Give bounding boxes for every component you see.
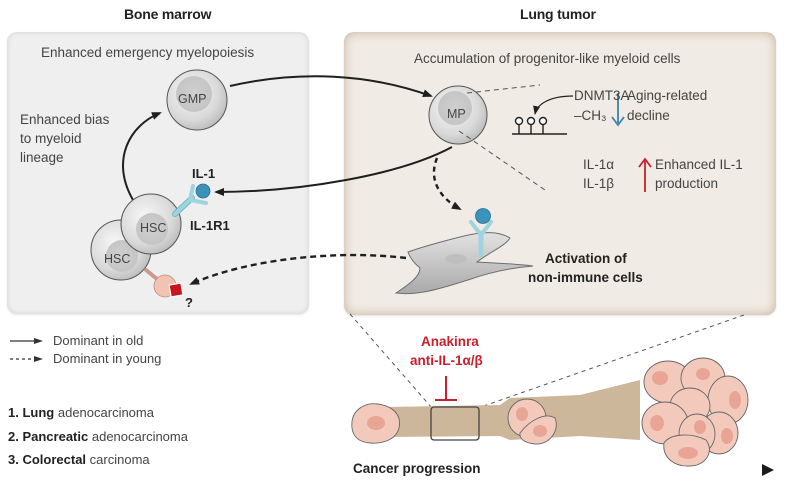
cancer-list-item: 3. Colorectal carcinoma <box>8 452 150 467</box>
decline-down-arrow-icon <box>611 93 625 127</box>
cancer-subtype: carcinoma <box>89 452 150 467</box>
aging-label-line-2: decline <box>627 108 670 123</box>
il1r1-receptor <box>172 184 208 217</box>
fibroblast-il1-ligand <box>475 208 491 224</box>
tissue-zoom-line-right <box>477 314 745 409</box>
cancer-list-item: 2. Pancreatic adenocarcinoma <box>8 429 188 444</box>
cancer-subtype: adenocarcinoma <box>57 405 154 420</box>
enhanced-up-arrow-icon <box>638 157 652 192</box>
legend-solid-arrow-icon <box>10 338 43 344</box>
cancer-subtype: adenocarcinoma <box>91 429 188 444</box>
dnmt3a-label: DNMT3A <box>574 88 630 103</box>
cancer-list-item: 1. Lung adenocarcinoma <box>8 405 154 420</box>
progression-arrowhead <box>762 464 774 476</box>
tumor-cluster-large <box>641 357 749 467</box>
unknown-label: ? <box>185 295 193 310</box>
hsc-cell-front <box>120 193 182 255</box>
progression-label: Cancer progression <box>353 461 481 476</box>
tumor-cell-single <box>351 403 400 444</box>
bias-label-line-3: lineage <box>20 150 64 165</box>
bias-arrow <box>122 112 162 201</box>
inhibition-icon <box>435 376 457 401</box>
il1-ligand <box>195 183 211 199</box>
fibroblast-to-hsc-arrow <box>189 253 407 286</box>
il1r1-label: IL-1R1 <box>190 218 230 233</box>
bone-marrow-panel <box>7 32 309 314</box>
fibroblast-il1-receptor <box>469 220 493 258</box>
bias-label-line-1: Enhanced bias <box>20 112 110 127</box>
mp-label: MP <box>447 107 466 121</box>
cancer-number: 3. <box>8 452 19 467</box>
cancer-type: Colorectal <box>22 452 87 467</box>
bone-marrow-title: Bone marrow <box>124 6 212 22</box>
cancer-type: Pancreatic <box>22 429 89 444</box>
mp-to-il1-arrow <box>214 146 453 196</box>
lung-tumor-heading: Accumulation of progenitor-like myeloid … <box>414 51 681 66</box>
cancer-number: 2. <box>8 429 19 444</box>
dnmt3a-arrow <box>533 95 574 115</box>
cancer-type: Lung <box>22 405 55 420</box>
enhanced-label-line-1: Enhanced IL-1 <box>655 157 743 172</box>
lung-tumor-panel <box>344 32 776 315</box>
bias-label-line-2: to myeloid <box>20 131 82 146</box>
fibroblast-cell <box>394 232 534 295</box>
legend-dashed-label: Dominant in young <box>53 351 162 366</box>
tumor-cluster-small <box>507 398 557 445</box>
gmp-cell <box>166 69 228 131</box>
legend-dashed-arrow-icon <box>10 356 43 362</box>
tissue-zoom-box <box>430 406 480 441</box>
mp-cell <box>428 85 488 145</box>
methyl-label: –CH₃ <box>574 108 607 123</box>
hsc-back-label: HSC <box>104 252 131 266</box>
treatment-target-label: anti-IL-1α/β <box>410 353 483 368</box>
zoom-line-top <box>466 84 541 94</box>
il1a-label: IL-1α <box>583 157 615 172</box>
il1b-label: IL-1β <box>583 176 615 191</box>
mp-to-fibroblast-arrow <box>432 157 462 211</box>
bone-marrow-heading: Enhanced emergency myelopoiesis <box>41 45 255 60</box>
dna-methylation-icon <box>512 116 567 135</box>
gmp-label: GMP <box>178 92 207 106</box>
activation-label-line-1: Activation of <box>545 251 627 266</box>
gmp-to-mp-arrow <box>229 75 433 98</box>
unknown-ligand <box>168 282 184 298</box>
legend-solid-label: Dominant in old <box>53 333 144 348</box>
hsc-front-label: HSC <box>140 221 167 235</box>
cancer-number: 1. <box>8 405 19 420</box>
il1-label: IL-1 <box>192 166 216 181</box>
activation-label-line-2: non-immune cells <box>528 270 643 285</box>
enhanced-label-line-2: production <box>655 176 719 191</box>
treatment-drug-label: Anakinra <box>421 334 479 349</box>
aging-label-line-1: Aging-related <box>627 88 708 103</box>
lung-tumor-title: Lung tumor <box>520 6 596 22</box>
